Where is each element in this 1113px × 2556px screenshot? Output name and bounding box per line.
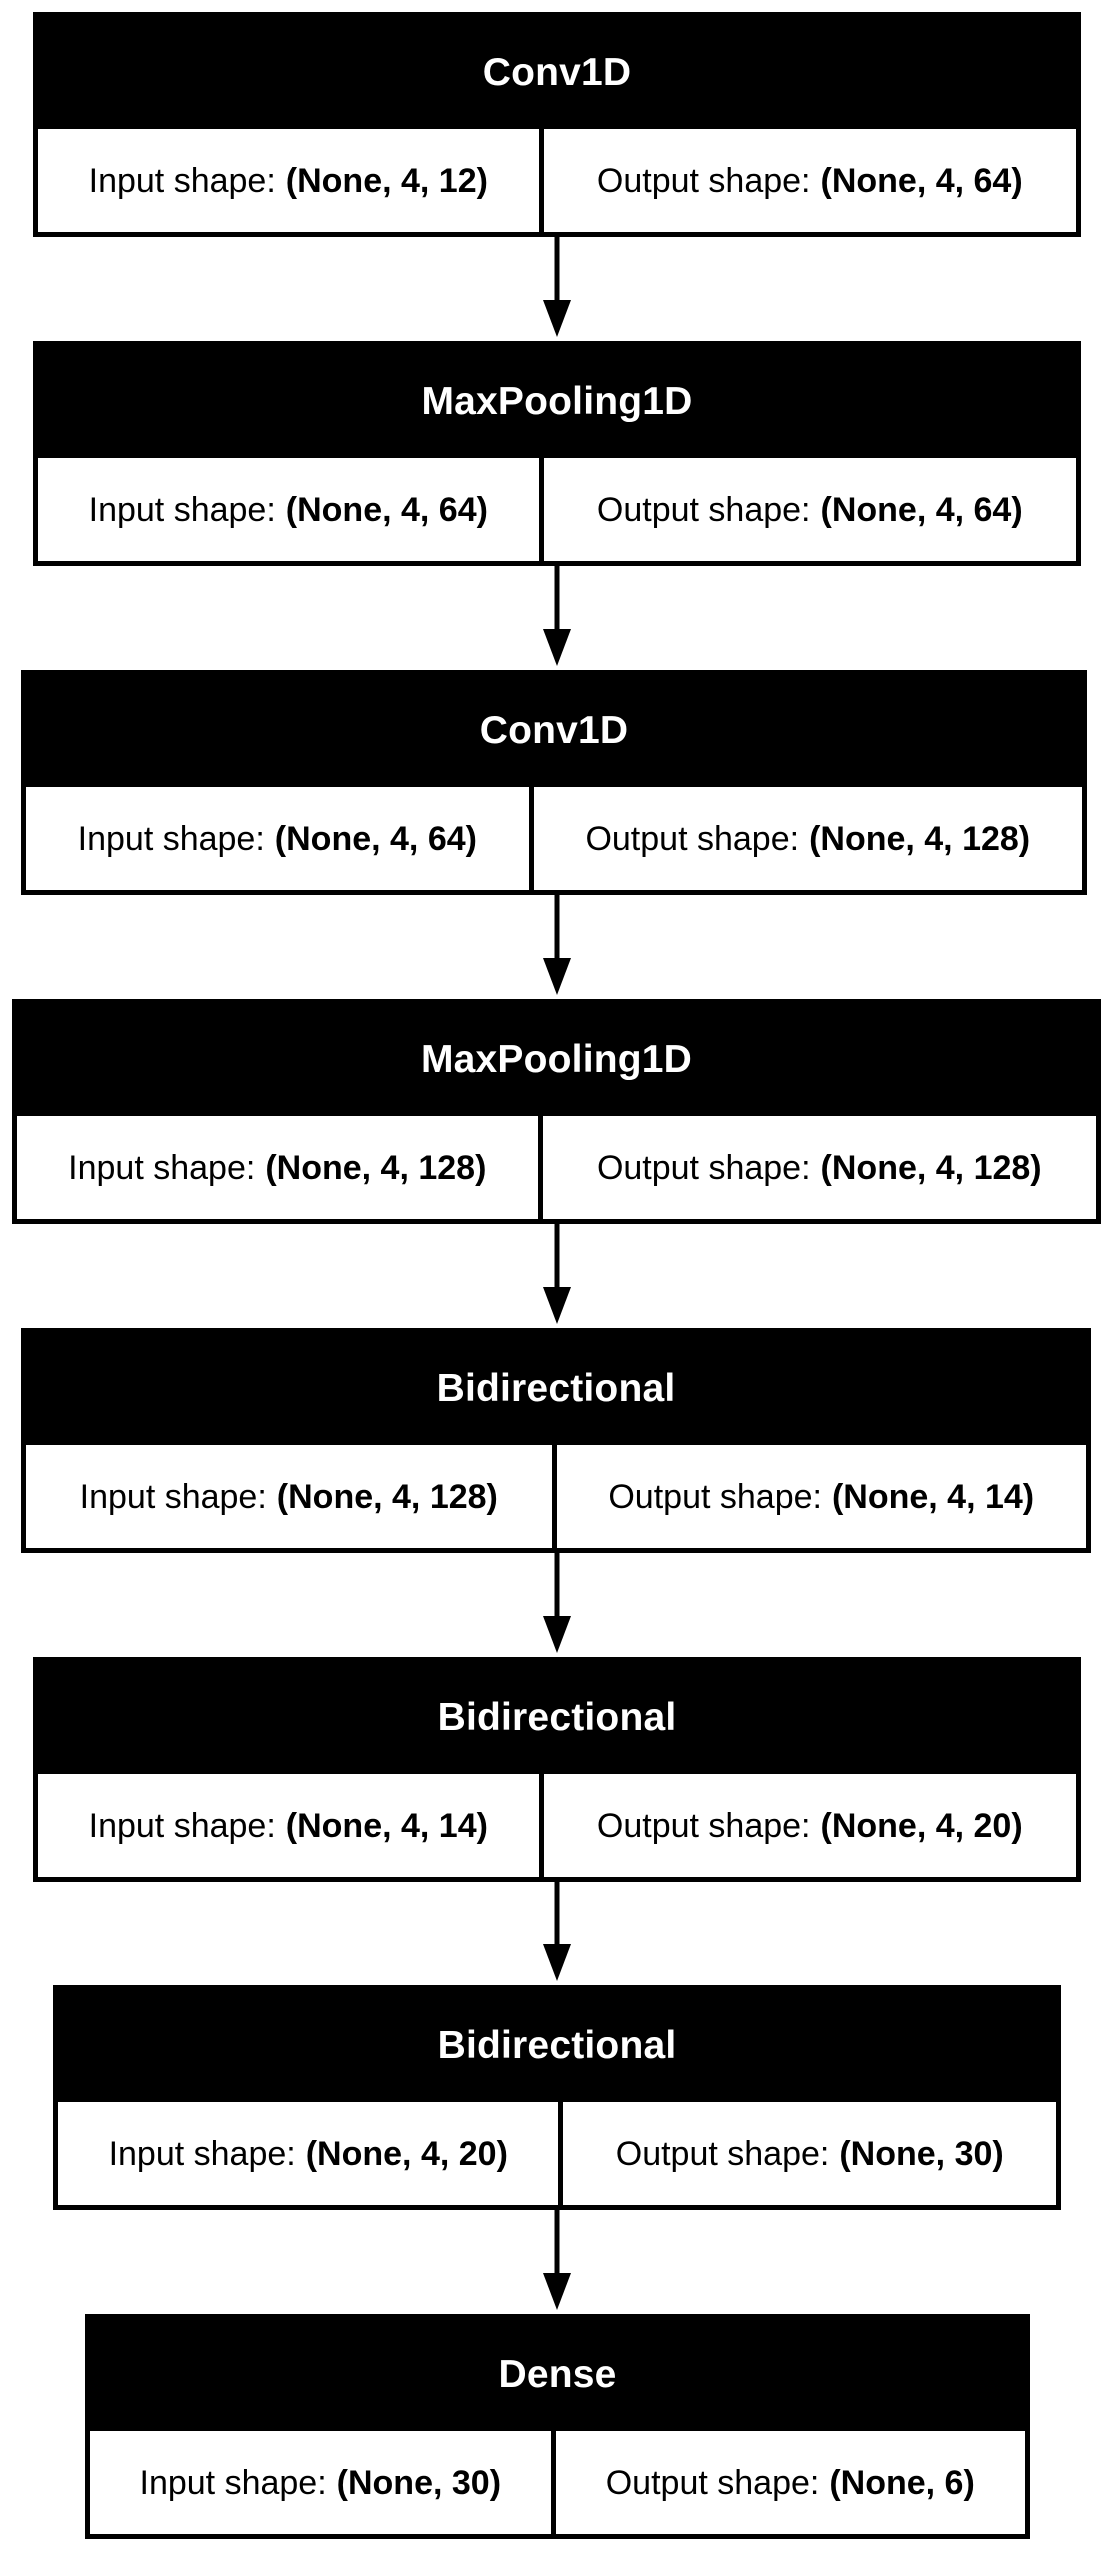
layer-title: MaxPooling1D	[17, 1004, 1096, 1116]
output-shape-cell: Output shape: (None, 4, 14)	[551, 1445, 1086, 1548]
output-shape-cell: Output shape: (None, 4, 64)	[538, 458, 1076, 561]
output-shape-cell: Output shape: (None, 6)	[550, 2431, 1025, 2534]
input-shape-label: Input shape:	[88, 1807, 276, 1845]
output-shape-label: Output shape:	[605, 2464, 820, 2502]
input-shape-cell: Input shape: (None, 4, 64)	[26, 787, 529, 890]
layer-box-bidirectional-3: Bidirectional Input shape: (None, 4, 20)…	[53, 1985, 1061, 2210]
output-shape-cell: Output shape: (None, 4, 64)	[538, 129, 1076, 232]
arrow-2	[543, 566, 571, 666]
input-shape-label: Input shape:	[77, 820, 265, 858]
input-shape-value: (None, 4, 128)	[265, 1149, 487, 1187]
output-shape-value: (None, 4, 128)	[809, 820, 1031, 858]
output-shape-value: (None, 4, 64)	[820, 162, 1023, 200]
input-shape-label: Input shape:	[68, 1149, 256, 1187]
input-shape-value: (None, 4, 64)	[285, 491, 488, 529]
output-shape-cell: Output shape: (None, 30)	[558, 2102, 1056, 2205]
layer-box-bidirectional-1: Bidirectional Input shape: (None, 4, 128…	[21, 1328, 1091, 1553]
output-shape-label: Output shape:	[596, 1149, 811, 1187]
layer-box-dense: Dense Input shape: (None, 30) Output sha…	[85, 2314, 1030, 2539]
output-shape-cell: Output shape: (None, 4, 128)	[528, 787, 1082, 890]
output-shape-value: (None, 4, 128)	[820, 1149, 1042, 1187]
layer-title: Bidirectional	[38, 1662, 1076, 1774]
output-shape-label: Output shape:	[615, 2135, 830, 2173]
arrow-1	[543, 237, 571, 337]
input-shape-value: (None, 4, 64)	[274, 820, 477, 858]
layer-title: MaxPooling1D	[38, 346, 1076, 458]
layer-title: Conv1D	[38, 17, 1076, 129]
input-shape-cell: Input shape: (None, 4, 128)	[17, 1116, 538, 1219]
layer-box-bidirectional-2: Bidirectional Input shape: (None, 4, 14)…	[33, 1657, 1081, 1882]
arrow-3	[543, 895, 571, 995]
output-shape-label: Output shape:	[596, 162, 811, 200]
output-shape-value: (None, 4, 20)	[820, 1807, 1023, 1845]
output-shape-value: (None, 30)	[839, 2135, 1004, 2173]
layer-title: Bidirectional	[58, 1990, 1056, 2102]
input-shape-label: Input shape:	[88, 491, 276, 529]
output-shape-cell: Output shape: (None, 4, 20)	[538, 1774, 1076, 1877]
output-shape-cell: Output shape: (None, 4, 128)	[537, 1116, 1096, 1219]
layer-shape-row: Input shape: (None, 4, 20) Output shape:…	[58, 2102, 1056, 2205]
input-shape-cell: Input shape: (None, 4, 14)	[38, 1774, 539, 1877]
input-shape-label: Input shape:	[108, 2135, 296, 2173]
layer-box-conv1d-1: Conv1D Input shape: (None, 4, 12) Output…	[33, 12, 1081, 237]
layer-box-conv1d-2: Conv1D Input shape: (None, 4, 64) Output…	[21, 670, 1087, 895]
output-shape-value: (None, 4, 64)	[820, 491, 1023, 529]
output-shape-label: Output shape:	[596, 1807, 811, 1845]
input-shape-label: Input shape:	[79, 1478, 267, 1516]
layer-shape-row: Input shape: (None, 30) Output shape: (N…	[90, 2431, 1025, 2534]
input-shape-cell: Input shape: (None, 30)	[90, 2431, 551, 2534]
input-shape-value: (None, 30)	[336, 2464, 502, 2502]
input-shape-value: (None, 4, 14)	[285, 1807, 488, 1845]
input-shape-value: (None, 4, 12)	[285, 162, 488, 200]
layer-title: Bidirectional	[26, 1333, 1086, 1445]
input-shape-cell: Input shape: (None, 4, 20)	[58, 2102, 558, 2205]
output-shape-label: Output shape:	[596, 491, 811, 529]
layer-title: Dense	[90, 2319, 1025, 2431]
output-shape-value: (None, 6)	[829, 2464, 975, 2502]
input-shape-label: Input shape:	[139, 2464, 327, 2502]
output-shape-label: Output shape:	[585, 820, 800, 858]
output-shape-label: Output shape:	[608, 1478, 822, 1516]
layer-shape-row: Input shape: (None, 4, 14) Output shape:…	[38, 1774, 1076, 1877]
input-shape-value: (None, 4, 128)	[276, 1478, 498, 1516]
input-shape-cell: Input shape: (None, 4, 64)	[38, 458, 539, 561]
layer-shape-row: Input shape: (None, 4, 12) Output shape:…	[38, 129, 1076, 232]
arrow-4	[543, 1224, 571, 1324]
layer-shape-row: Input shape: (None, 4, 64) Output shape:…	[38, 458, 1076, 561]
layer-box-maxpooling1d-1: MaxPooling1D Input shape: (None, 4, 64) …	[33, 341, 1081, 566]
input-shape-label: Input shape:	[88, 162, 276, 200]
layer-shape-row: Input shape: (None, 4, 128) Output shape…	[26, 1445, 1086, 1548]
input-shape-cell: Input shape: (None, 4, 12)	[38, 129, 539, 232]
arrow-7	[543, 2210, 571, 2310]
layer-shape-row: Input shape: (None, 4, 128) Output shape…	[17, 1116, 1096, 1219]
input-shape-cell: Input shape: (None, 4, 128)	[26, 1445, 552, 1548]
output-shape-value: (None, 4, 14)	[831, 1478, 1035, 1516]
arrow-5	[543, 1553, 571, 1653]
arrow-6	[543, 1882, 571, 1981]
layer-box-maxpooling1d-2: MaxPooling1D Input shape: (None, 4, 128)…	[12, 999, 1101, 1224]
layer-title: Conv1D	[26, 675, 1082, 787]
layer-shape-row: Input shape: (None, 4, 64) Output shape:…	[26, 787, 1082, 890]
input-shape-value: (None, 4, 20)	[305, 2135, 508, 2173]
